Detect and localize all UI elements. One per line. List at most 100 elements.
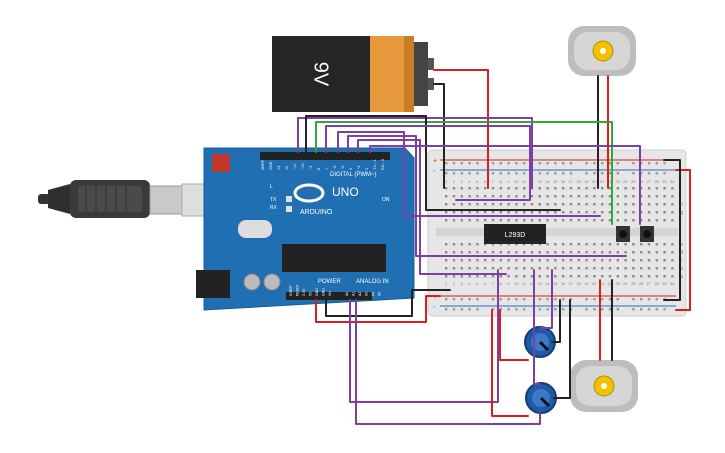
breadboard-hole <box>554 219 557 222</box>
digital-pin-label: ~9 <box>309 166 313 170</box>
breadboard-hole <box>452 243 456 246</box>
breadboard-hole <box>585 219 588 222</box>
breadboard-hole <box>640 259 643 262</box>
breadboard-hole <box>523 251 526 254</box>
breadboard-hole <box>663 203 666 206</box>
breadboard-hole <box>562 259 565 262</box>
breadboard-hole <box>593 211 596 214</box>
digital-header-label: DIGITAL (PWM~) <box>330 172 377 178</box>
battery-9v[interactable]: 9V <box>272 36 434 112</box>
column-number: 24 <box>623 180 627 184</box>
wire-analog-a1[interactable] <box>355 299 541 425</box>
wire-digital-purple-4[interactable] <box>347 135 627 257</box>
digital-pin-label: 13 <box>277 166 281 170</box>
l293d-chip[interactable]: L293D <box>484 224 546 244</box>
push-button-1[interactable] <box>616 226 630 242</box>
wire-gnd-black[interactable] <box>325 289 451 317</box>
breadboard-hole <box>569 243 573 246</box>
column-number: 18 <box>576 282 580 286</box>
dc-motor-top[interactable] <box>568 26 636 76</box>
column-number: 19 <box>584 180 588 184</box>
wire-digital-purple-6[interactable] <box>369 145 641 225</box>
analog-pin-label: A5 <box>378 292 382 296</box>
column-number: 1 <box>445 180 447 184</box>
column-number: 15 <box>553 180 557 184</box>
wire-pot-bottom-red[interactable] <box>491 309 529 417</box>
rail-hole <box>569 172 573 175</box>
breadboard-hole <box>546 251 549 254</box>
wire-pot-top-black[interactable] <box>551 299 561 343</box>
wire-digital-black[interactable] <box>305 115 561 211</box>
potentiometer-bottom[interactable] <box>525 382 557 414</box>
column-number: 12 <box>530 282 534 286</box>
rail-hole <box>663 172 666 175</box>
breadboard-hole <box>663 243 666 246</box>
row-letter: e <box>680 242 683 248</box>
wire-digital-purple-3[interactable] <box>337 131 601 217</box>
breadboard-hole <box>515 267 518 270</box>
breadboard-hole <box>499 275 502 278</box>
rail-hole <box>445 308 448 311</box>
wire-digital-purple-1[interactable] <box>297 117 533 189</box>
rail-hole <box>452 172 456 175</box>
wire-5v-red[interactable] <box>315 295 441 323</box>
wire-digital-purple-2[interactable] <box>325 125 531 201</box>
rail-hole <box>515 172 518 175</box>
column-number: 3 <box>461 282 463 286</box>
potentiometer-top[interactable] <box>524 326 556 358</box>
wire-battery-positive[interactable] <box>433 69 489 189</box>
wire-pot-top-purple[interactable] <box>539 269 553 329</box>
breadboard-hole <box>484 195 487 198</box>
wire-pot-top-red[interactable] <box>499 309 529 361</box>
led-on-label: ON <box>382 197 390 203</box>
rail-hole <box>445 172 448 175</box>
breadboard-hole <box>468 251 471 254</box>
breadboard-hole <box>655 275 658 278</box>
arduino-uno[interactable]: UNO ARDUINO DIGITAL (PWM~) POWER ANALOG … <box>196 147 415 311</box>
breadboard-hole <box>468 203 471 206</box>
breadboard-hole <box>460 211 463 214</box>
power-pin-label: GND <box>315 288 319 296</box>
breadboard-hole <box>546 243 549 246</box>
column-number: 5 <box>476 282 478 286</box>
rail-hole <box>546 162 549 165</box>
breadboard-hole <box>507 259 510 262</box>
wire-digital-green[interactable] <box>315 121 613 225</box>
column-number: 18 <box>576 180 580 184</box>
rail-hole <box>523 298 526 301</box>
wire-analog-a0[interactable] <box>349 269 499 403</box>
breadboard-hole <box>593 219 596 222</box>
breadboard-hole <box>624 267 627 270</box>
rail-hole <box>608 298 612 301</box>
breadboard-hole <box>593 267 596 270</box>
rail-hole <box>562 308 565 311</box>
rail-hole <box>499 298 502 301</box>
breadboard-hole <box>601 187 604 190</box>
push-button-2[interactable] <box>640 226 654 242</box>
breadboard-hole <box>452 211 456 214</box>
wire-pot-bottom-black[interactable] <box>553 299 571 399</box>
breadboard-hole <box>491 259 495 262</box>
breadboard-hole <box>530 195 534 198</box>
wire-pot-bottom-purple[interactable] <box>533 269 541 385</box>
column-number: 22 <box>608 180 612 184</box>
breadboard-hole <box>546 187 549 190</box>
rail-hole <box>608 308 612 311</box>
wire-rail-black-right[interactable] <box>663 159 681 301</box>
wire-rail-red-right[interactable] <box>675 169 691 311</box>
wire-digital-purple-5[interactable] <box>357 139 507 275</box>
breadboard-hole <box>476 219 479 222</box>
column-number: 23 <box>615 180 619 184</box>
rail-hole <box>476 308 479 311</box>
wire-battery-negative[interactable] <box>433 83 445 189</box>
usb-cable[interactable] <box>38 180 223 218</box>
breadboard-hole <box>484 219 487 222</box>
breadboard-hole <box>507 187 510 190</box>
breadboard-hole <box>577 267 580 270</box>
breadboard-hole <box>523 195 526 198</box>
dc-motor-bottom[interactable] <box>570 360 638 412</box>
breadboard-hole <box>499 259 502 262</box>
rail-hole <box>507 172 510 175</box>
breadboard-hole <box>624 275 627 278</box>
breadboard-hole <box>640 219 643 222</box>
